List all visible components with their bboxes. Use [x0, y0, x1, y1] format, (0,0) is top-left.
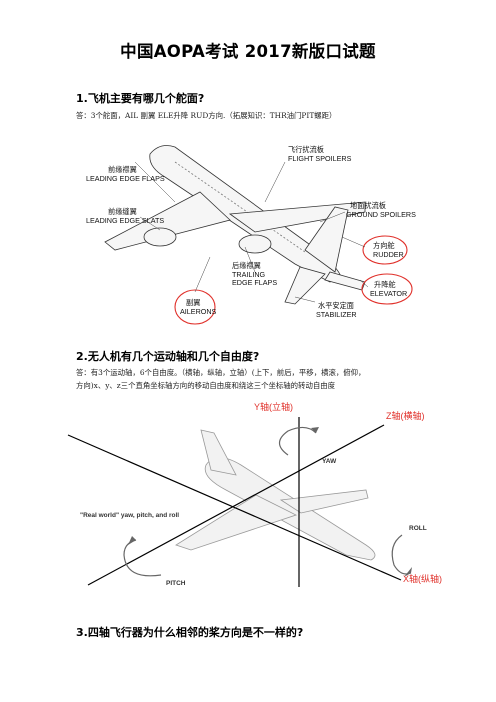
left-wing: [104, 191, 231, 251]
answer-2-line1: 答：有3个运动轴，6个自由度。（横轴，纵轴，立轴）(上下，前后，平移，横滚，俯仰…: [76, 368, 366, 377]
label-rudder-cn: 方向舵: [373, 241, 395, 250]
label-trailing-edge-flaps-cn: 后缘襟翼: [232, 261, 261, 270]
z-axis-label: Z轴(横轴): [386, 410, 425, 421]
label-leading-edge-flaps-en: LEADING EDGE FLAPS: [86, 174, 165, 183]
yaw-label: YAW: [322, 458, 337, 465]
label-elevator-cn: 升降舵: [374, 280, 396, 289]
yaw-rotation-arrow: [278, 426, 317, 456]
pitch-label: PITCH: [166, 580, 186, 587]
label-ground-spoilers-cn: 地面扰流板: [350, 201, 386, 210]
label-flight-spoilers-cn: 飞行扰流板: [288, 145, 324, 154]
axes-of-motion-figure: Y轴(立轴) Z轴(横轴) X轴(纵轴) YAW ROLL PITCH "Rea…: [67, 401, 442, 587]
engine-right: [238, 234, 272, 254]
label-leading-edge-flaps-cn: 前缘襟翼: [108, 165, 137, 174]
label-stabilizer-en: STABILIZER: [316, 310, 357, 319]
question-2: 2.无人机有几个运动轴和几个自由度?: [76, 350, 260, 363]
x-axis-line: [67, 434, 402, 581]
label-ailerons-cn: 副翼: [186, 298, 200, 307]
aircraft-control-surfaces-figure: 飞行扰流板 FLIGHT SPOILERS 前缘襟翼 LEADING EDGE …: [86, 145, 416, 325]
x-axis-label: X轴(纵轴): [403, 573, 442, 584]
label-ground-spoilers-en: GROUND SPOILERS: [346, 210, 416, 219]
z-axis-line: [87, 424, 385, 586]
horizontal-stabilizer: [284, 266, 326, 305]
label-elevator-en: ELEVATOR: [370, 289, 407, 298]
label-leading-edge-slats-cn: 前缘缝翼: [108, 207, 137, 216]
aircraft-tail: [200, 429, 237, 476]
engine-left: [143, 227, 177, 247]
rudder-highlight-circle: [362, 235, 408, 265]
question-1: 1.飞机主要有哪几个舵面?: [76, 92, 205, 105]
label-trailing-edge-flaps-en2: EDGE FLAPS: [232, 278, 277, 287]
roll-rotation-arrow: [391, 534, 412, 575]
question-3: 3.四轴飞行器为什么相邻的桨方向是不一样的?: [76, 626, 304, 639]
ailerons-highlight-circle: [174, 289, 216, 325]
vertical-stabilizer: [304, 206, 349, 273]
right-wing: [228, 201, 366, 233]
elevator-highlight-circle: [361, 273, 413, 305]
aircraft-wing: [175, 494, 298, 551]
y-axis-label: Y轴(立轴): [254, 401, 293, 412]
label-ailerons-en: AILERONS: [180, 307, 217, 316]
pitch-rotation-arrow: [123, 539, 162, 577]
label-flight-spoilers-en: FLIGHT SPOILERS: [288, 154, 352, 163]
label-leading-edge-slats-en: LEADING EDGE SLATS: [86, 216, 164, 225]
label-rudder-en: RUDDER: [373, 250, 404, 259]
label-stabilizer-cn: 水平安定面: [318, 301, 354, 310]
roll-label: ROLL: [409, 525, 427, 532]
label-trailing-edge-flaps-en1: TRAILING: [232, 270, 266, 279]
page-title: 中国AOPA考试 2017新版口试题: [120, 42, 376, 61]
answer-1: 答：3个舵面，AIL 副翼 ELE升降 RUD方向.（拓展知识：THR油门PIT…: [76, 111, 337, 120]
answer-2-line2: 方向)x、y、z三个直角坐标轴方向的移动自由度和绕这三个坐标轴的转动自由度: [76, 381, 336, 390]
figure-caption: "Real world" yaw, pitch, and roll: [80, 512, 179, 519]
